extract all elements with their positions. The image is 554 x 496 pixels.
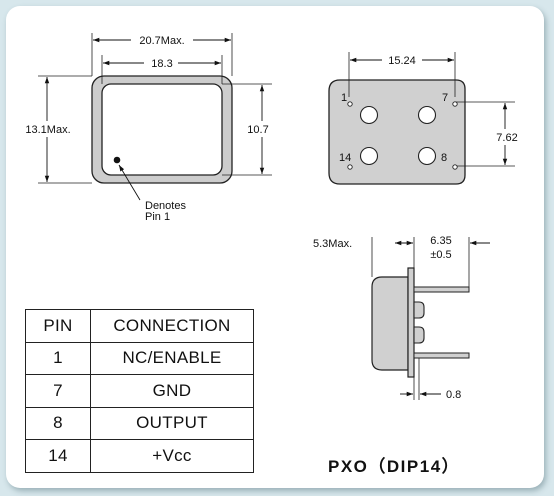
dim-lead-length-tol: ±0.5 xyxy=(430,249,451,261)
standoff-top xyxy=(413,301,425,319)
package-lid xyxy=(101,83,223,176)
dim-pin-spacing-y: 7.62 xyxy=(496,132,517,144)
table-row: 14 +Vcc xyxy=(25,439,254,473)
dim-lead-length-value: 6.35 xyxy=(430,235,451,247)
header-connection: CONNECTION xyxy=(90,309,254,343)
pin-number: 8 xyxy=(25,406,91,440)
pin-hole-8 xyxy=(452,164,458,170)
bottom-view: 15.24 7.62 1 7 14 8 xyxy=(328,52,531,185)
table-row: 7 GND xyxy=(25,374,254,408)
table-header-row: PIN CONNECTION xyxy=(25,309,254,343)
standoff-7 xyxy=(417,105,437,125)
model-name: PXO（DIP14） xyxy=(328,457,461,476)
side-view: 5.3Max. 6.35 ±0.5 0.8 xyxy=(313,235,490,401)
pin-label-14: 14 xyxy=(339,152,351,164)
pin1-note-line2: Pin 1 xyxy=(145,211,170,223)
pin-label-8: 8 xyxy=(441,152,447,164)
dim-inner-height: 10.7 xyxy=(247,124,268,136)
pin-connection: +Vcc xyxy=(90,439,254,473)
pin-number: 14 xyxy=(25,439,91,473)
header-pin: PIN xyxy=(25,309,91,343)
standoff-bottom xyxy=(413,326,425,344)
pin-connection: GND xyxy=(90,374,254,408)
pin-connection: NC/ENABLE xyxy=(90,341,254,375)
dim-inner-width: 18.3 xyxy=(151,58,172,70)
pin-number: 1 xyxy=(25,341,91,375)
pin1-note-line1: Denotes xyxy=(145,200,186,212)
pin1-leader xyxy=(118,164,141,201)
pin-number: 7 xyxy=(25,374,91,408)
dim-top-width: 20.7Max. xyxy=(139,35,184,47)
lead-top xyxy=(413,286,470,293)
table-row: 1 NC/ENABLE xyxy=(25,341,254,375)
table-row: 8 OUTPUT xyxy=(25,406,254,440)
dim-thickness: 5.3Max. xyxy=(313,238,352,250)
pin-connection-table: PIN CONNECTION 1 NC/ENABLE 7 GND 8 OUTPU… xyxy=(25,309,254,473)
pin-hole-7 xyxy=(452,101,458,107)
dim-pin-spacing-x: 15.24 xyxy=(388,55,416,67)
lead-bottom xyxy=(413,352,470,359)
pin-label-1: 1 xyxy=(341,92,347,104)
pin-label-7: 7 xyxy=(442,92,448,104)
pin-hole-1 xyxy=(347,101,353,107)
standoff-1 xyxy=(359,105,379,125)
standoff-8 xyxy=(417,146,437,166)
pin-hole-14 xyxy=(347,164,353,170)
pin-connection: OUTPUT xyxy=(90,406,254,440)
top-view: 20.7Max. 18.3 13.1Max. 10.7 Denotes Pin … xyxy=(8,33,274,223)
dim-height: 13.1Max. xyxy=(25,124,70,136)
dim-lead-dia: 0.8 xyxy=(446,389,461,401)
side-body xyxy=(371,276,409,371)
side-flange xyxy=(407,267,415,378)
standoff-14 xyxy=(359,146,379,166)
pin1-dot xyxy=(113,156,121,164)
